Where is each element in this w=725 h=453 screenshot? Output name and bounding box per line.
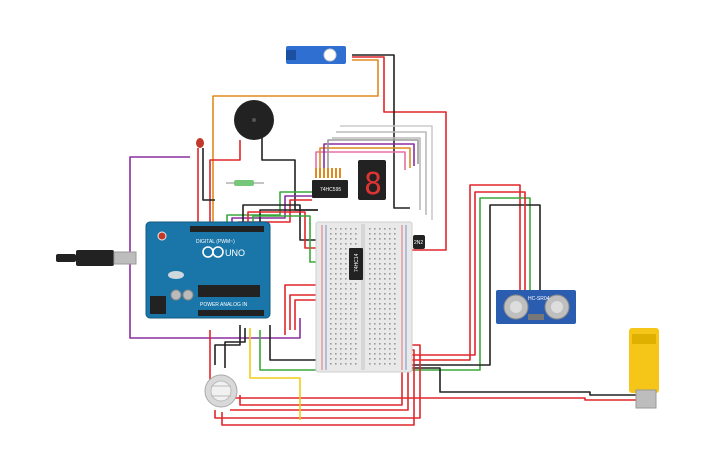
usb-cable[interactable] [56, 250, 137, 266]
seven-segment-digit: 8 [364, 167, 382, 202]
wire-yellow[interactable] [249, 328, 301, 420]
wire-black-piezo[interactable] [261, 132, 318, 211]
ic-74hc14[interactable]: 74HC14 [349, 248, 363, 280]
resistor[interactable] [226, 180, 264, 186]
seven-segment-display[interactable]: 8 [358, 160, 386, 202]
gas-sensor[interactable] [204, 374, 238, 408]
reset-button[interactable] [157, 231, 167, 241]
wire-led-black[interactable] [202, 148, 215, 201]
wire-red-piezo[interactable] [209, 140, 241, 228]
arduino-model: UNO [225, 248, 245, 258]
wire-green-sr[interactable] [226, 191, 312, 230]
arduino-logo [202, 246, 224, 258]
piezo-buzzer[interactable] [234, 100, 274, 140]
wire-orange-servo[interactable] [212, 59, 379, 230]
dc-motor[interactable] [629, 328, 659, 409]
wire-red-servo[interactable] [352, 56, 447, 251]
wire-black-ultra[interactable] [405, 204, 541, 366]
transistor[interactable]: 2N2 [413, 235, 425, 249]
ultrasonic-sensor-hc-sr04[interactable]: HC-SR04 [496, 290, 576, 324]
transistor-label: 2N2 [414, 240, 423, 246]
ic-breadboard-label: 74HC14 [354, 253, 360, 272]
wires [129, 54, 636, 426]
ultrasonic-label: HC-SR04 [528, 296, 550, 302]
breadboard[interactable] [315, 221, 413, 373]
wire-red-ultra2[interactable] [405, 191, 526, 356]
shift-register-74hc595[interactable]: 74HC595 [312, 168, 348, 198]
wire-red-motor[interactable] [209, 330, 636, 401]
arduino-headers-bottom: POWER ANALOG IN [200, 302, 248, 308]
ic-shift-register-label: 74HC595 [320, 187, 341, 193]
wire-red-ultra[interactable] [400, 184, 521, 361]
led-red[interactable] [196, 138, 204, 148]
wire-green-ultra[interactable] [259, 197, 531, 371]
wire-black-motor[interactable] [410, 367, 636, 396]
wire-purple-left[interactable] [129, 156, 301, 339]
arduino-uno[interactable]: UNO DIGITAL (PWM~) POWER ANALOG IN [145, 221, 271, 319]
servo-motor[interactable] [286, 46, 346, 64]
breadboard-holes [330, 228, 396, 365]
arduino-headers-top: DIGITAL (PWM~) [196, 239, 235, 245]
resistor-array [315, 168, 341, 178]
